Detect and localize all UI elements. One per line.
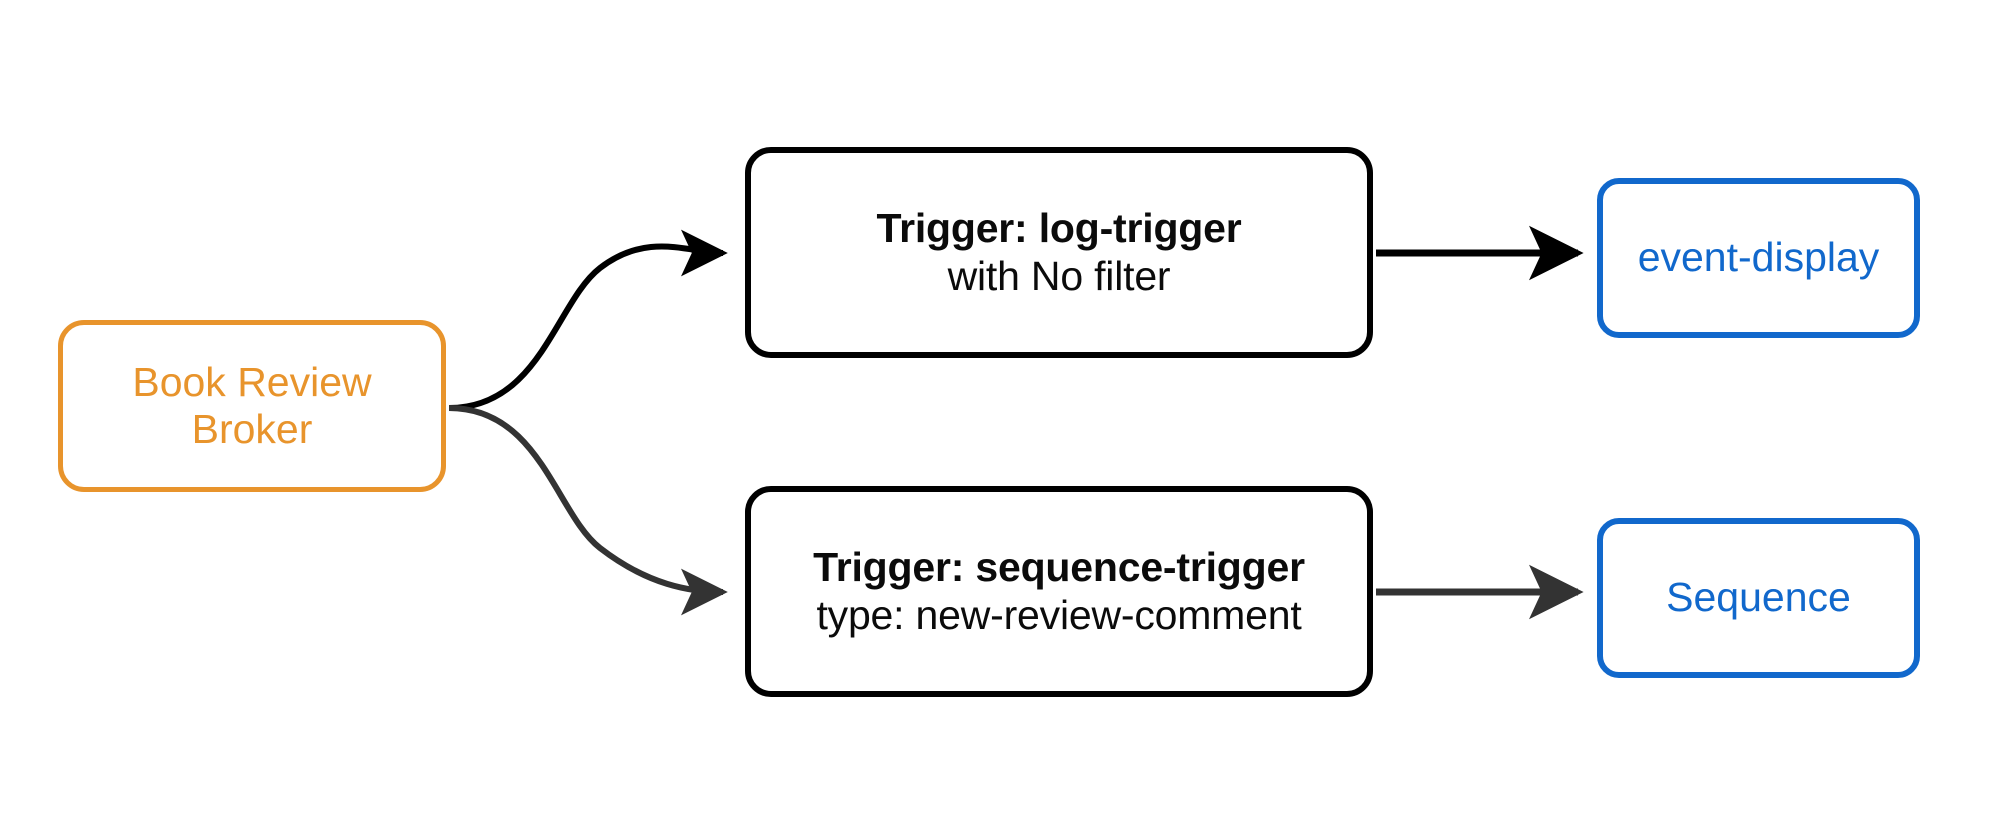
node-sequence-trigger[interactable]: Trigger: sequence-trigger type: new-revi… xyxy=(745,486,1373,697)
node-event-display[interactable]: event-display xyxy=(1597,178,1920,338)
node-log-trigger-subtitle: with No filter xyxy=(947,252,1171,299)
node-log-trigger-title: Trigger: log-trigger xyxy=(876,204,1242,251)
node-sequence-trigger-title: Trigger: sequence-trigger xyxy=(813,543,1305,590)
node-book-review-broker[interactable]: Book Review Broker xyxy=(58,320,446,492)
node-broker-label-line-1: Book Review xyxy=(132,358,372,405)
edge-broker-to-log-trigger xyxy=(448,229,728,411)
node-event-display-label: event-display xyxy=(1637,234,1880,281)
edge-broker-to-sequence-trigger xyxy=(448,405,728,616)
node-broker-label-line-2: Broker xyxy=(191,406,313,452)
node-sequence-label: Sequence xyxy=(1666,574,1851,621)
node-sequence-trigger-subtitle: type: new-review-comment xyxy=(816,591,1302,638)
node-sequence[interactable]: Sequence xyxy=(1597,518,1920,678)
node-log-trigger[interactable]: Trigger: log-trigger with No filter xyxy=(745,147,1373,358)
